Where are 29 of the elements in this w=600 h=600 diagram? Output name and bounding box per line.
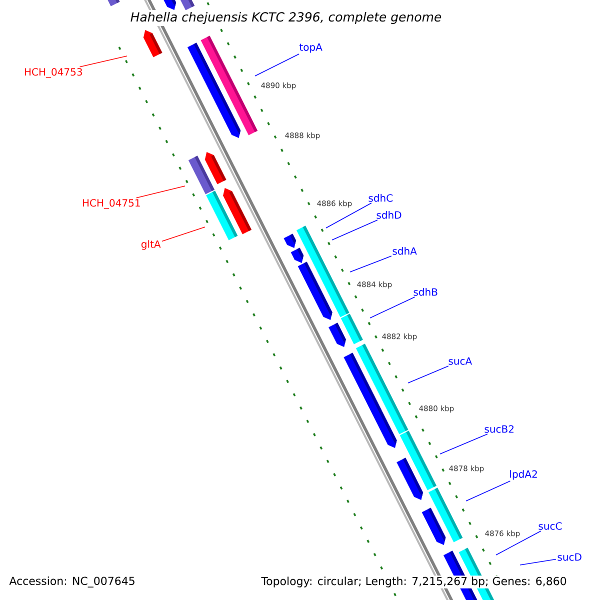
leader-line (254, 54, 300, 76)
gene-label: sdhD (376, 211, 402, 219)
title: Hahella chejuensis KCTC 2396, complete genome (128, 10, 444, 26)
accession-text: Accession: NC_007645 (9, 576, 134, 588)
gene-label: sucA (448, 357, 472, 365)
gene-label: sucC (538, 522, 562, 530)
leader-line (370, 296, 416, 318)
leader-line (162, 226, 206, 242)
leader-line (79, 56, 128, 68)
gene-label: lpdA2 (510, 470, 537, 480)
gene-label: gltA (141, 240, 161, 250)
leader-line (408, 366, 449, 384)
gene-label: sdhA (392, 247, 417, 255)
gene-label: sdhB (414, 288, 438, 296)
gene-label: sucD (558, 553, 582, 561)
gene-label: sucB2 (484, 425, 514, 433)
leader-line (496, 530, 542, 556)
leader-line (326, 202, 372, 228)
leader-line (440, 434, 488, 454)
gene-label: HCH_04753 (24, 68, 82, 78)
leader-line (136, 186, 186, 198)
gene-label: sdhC (368, 194, 393, 202)
gene-label: topA (299, 43, 322, 53)
leader-line (332, 220, 378, 240)
leader-line (466, 480, 511, 502)
leader-line (350, 256, 392, 272)
genome-info-text: Topology: circular; Length: 7,215,267 bp; Genes: 6,860 (260, 576, 568, 588)
leader-line (520, 558, 556, 566)
gene-label: HCH_04751 (82, 199, 140, 209)
